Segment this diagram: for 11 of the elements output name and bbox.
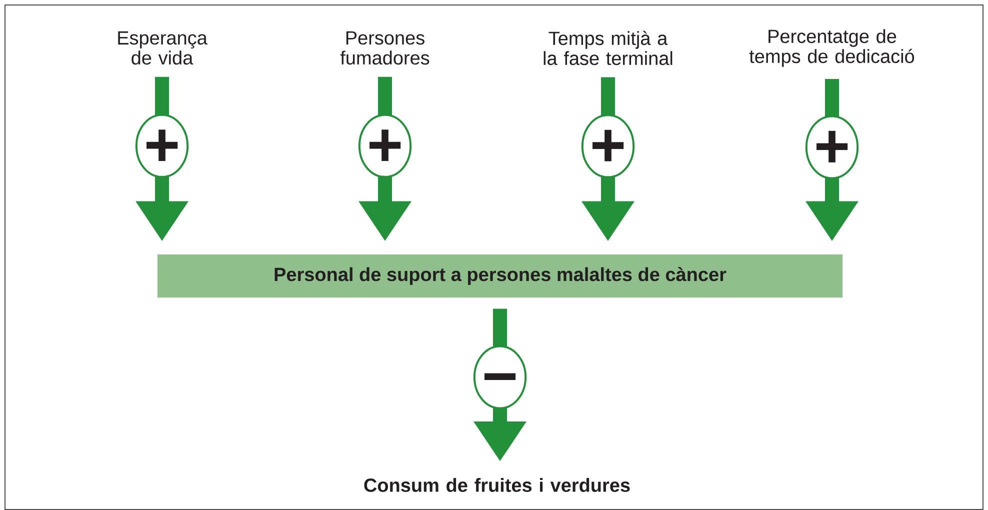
factor-text: Temps mitjà a la fase terminal [544,30,672,66]
factor-text: Percentatge de temps de dedicació [749,29,914,67]
outcome-text: Consum de fruites i verdures [364,478,630,492]
sign-label: + [135,114,189,178]
process-box: Personal de suport a persones malaltes de càncer [158,254,842,298]
sign-label: + [358,114,412,178]
sign-label: + [581,114,635,178]
sign-label: − [473,345,527,410]
sign-label: + [805,115,859,180]
factor-text: Persones fumadores [340,31,430,65]
factor-text: Esperança de vida [118,31,208,65]
